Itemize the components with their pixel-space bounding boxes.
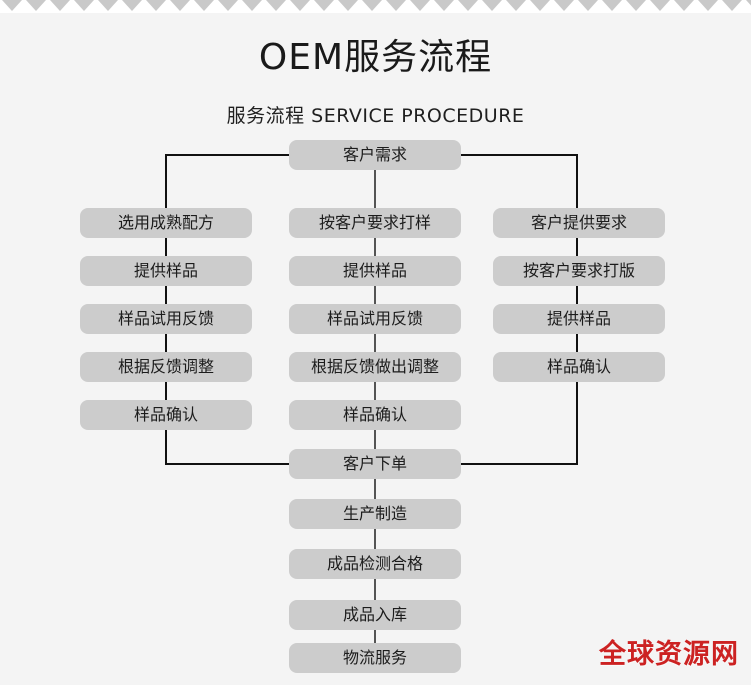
scallop-tooth [552, 0, 576, 13]
scallop-tooth [48, 0, 72, 13]
scallop-tooth [240, 0, 264, 13]
scallop-tooth [360, 0, 384, 13]
scallop-teeth [0, 0, 751, 13]
node-left-4[interactable]: 根据反馈调整 [80, 352, 252, 382]
scallop-tooth [120, 0, 144, 13]
scallop-tooth [192, 0, 216, 13]
scallop-tooth [720, 0, 744, 13]
scallop-tooth [144, 0, 168, 13]
node-center-1[interactable]: 按客户要求打样 [289, 208, 461, 238]
scallop-tooth [624, 0, 648, 13]
node-center-5[interactable]: 样品确认 [289, 400, 461, 430]
node-center-3[interactable]: 样品试用反馈 [289, 304, 461, 334]
node-right-2[interactable]: 按客户要求打版 [493, 256, 665, 286]
scallop-tooth [264, 0, 288, 13]
scallop-tooth [168, 0, 192, 13]
scallop-tooth [480, 0, 504, 13]
node-left-2[interactable]: 提供样品 [80, 256, 252, 286]
node-left-3[interactable]: 样品试用反馈 [80, 304, 252, 334]
page-title: OEM服务流程 [258, 37, 493, 78]
scallop-tooth [744, 0, 751, 13]
scallop-tooth [216, 0, 240, 13]
site-watermark: 全球资源网 [599, 639, 739, 670]
scallop-tooth [336, 0, 360, 13]
node-tail-3[interactable]: 成品入库 [289, 600, 461, 630]
scallop-tooth [72, 0, 96, 13]
scallop-tooth [672, 0, 696, 13]
scallop-tooth [408, 0, 432, 13]
node-tail-4[interactable]: 物流服务 [289, 643, 461, 673]
scallop-tooth [648, 0, 672, 13]
node-join[interactable]: 客户下单 [289, 449, 461, 479]
scallop-tooth [96, 0, 120, 13]
scallop-tooth [528, 0, 552, 13]
scallop-tooth [504, 0, 528, 13]
node-center-4[interactable]: 根据反馈做出调整 [289, 352, 461, 382]
node-tail-2[interactable]: 成品检测合格 [289, 549, 461, 579]
scalloped-top-border [0, 0, 751, 13]
node-right-1[interactable]: 客户提供要求 [493, 208, 665, 238]
node-right-4[interactable]: 样品确认 [493, 352, 665, 382]
scallop-tooth [600, 0, 624, 13]
node-start[interactable]: 客户需求 [289, 140, 461, 170]
scallop-tooth [24, 0, 48, 13]
scallop-tooth [456, 0, 480, 13]
page-subtitle: 服务流程 SERVICE PROCEDURE [226, 105, 525, 127]
scallop-tooth [0, 0, 24, 13]
node-center-2[interactable]: 提供样品 [289, 256, 461, 286]
node-left-1[interactable]: 选用成熟配方 [80, 208, 252, 238]
scallop-tooth [384, 0, 408, 13]
node-tail-1[interactable]: 生产制造 [289, 499, 461, 529]
node-left-5[interactable]: 样品确认 [80, 400, 252, 430]
scallop-tooth [288, 0, 312, 13]
node-right-3[interactable]: 提供样品 [493, 304, 665, 334]
scallop-tooth [432, 0, 456, 13]
scallop-tooth [576, 0, 600, 13]
scallop-tooth [312, 0, 336, 13]
scallop-tooth [696, 0, 720, 13]
